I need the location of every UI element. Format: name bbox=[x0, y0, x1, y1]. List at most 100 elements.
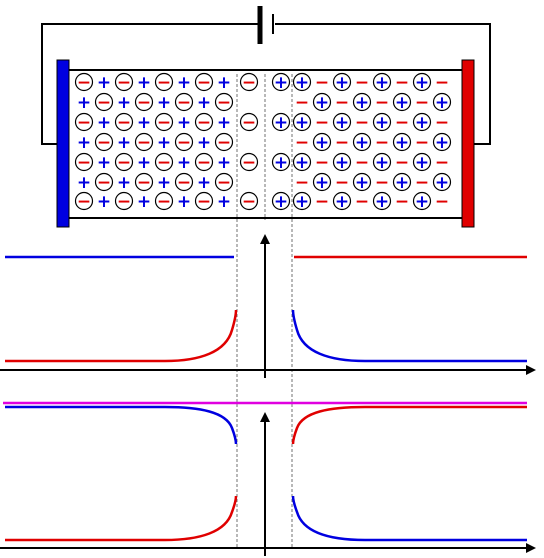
electron-carrier: − bbox=[315, 153, 329, 173]
ion-charge-symbol: + bbox=[335, 153, 349, 173]
ion-charge-symbol: − bbox=[137, 133, 151, 153]
ion-charge-symbol: − bbox=[77, 192, 91, 212]
electron-carrier: − bbox=[435, 192, 449, 212]
electron-carrier: − bbox=[355, 73, 369, 93]
ion-charge-symbol: + bbox=[355, 173, 369, 193]
electron-carrier: − bbox=[435, 73, 449, 93]
ion-charge-symbol: + bbox=[315, 133, 329, 153]
hole-carrier: + bbox=[217, 192, 231, 212]
electron-carrier: − bbox=[395, 192, 409, 212]
ion-charge-symbol: − bbox=[137, 93, 151, 113]
positive-ion-icon: + bbox=[312, 132, 332, 153]
ion-charge-symbol: + bbox=[395, 133, 409, 153]
ion-charge-symbol: + bbox=[375, 113, 389, 133]
hole-carrier: + bbox=[137, 192, 151, 212]
hole-carrier: + bbox=[177, 73, 191, 93]
hole-carrier: + bbox=[217, 153, 231, 173]
positive-ion-icon: + bbox=[372, 191, 392, 212]
positive-ion-icon: + bbox=[372, 112, 392, 133]
negative-ion-icon: − bbox=[74, 72, 94, 93]
hole-carrier: + bbox=[97, 153, 111, 173]
ion-charge-symbol: + bbox=[295, 153, 309, 173]
electron-carrier: − bbox=[395, 113, 409, 133]
hole-carrier: + bbox=[217, 73, 231, 93]
ion-charge-symbol: − bbox=[217, 173, 231, 193]
ion-charge-symbol: + bbox=[435, 173, 449, 193]
negative-ion-icon: − bbox=[239, 152, 259, 173]
ion-charge-symbol: + bbox=[435, 93, 449, 113]
band-curve-right-bottom bbox=[291, 495, 527, 542]
electron-carrier: − bbox=[395, 73, 409, 93]
negative-ion-icon: − bbox=[134, 132, 154, 153]
ion-charge-symbol: + bbox=[375, 192, 389, 212]
positive-ion-icon: + bbox=[392, 92, 412, 113]
negative-ion-icon: − bbox=[94, 132, 114, 153]
electron-carrier: − bbox=[355, 192, 369, 212]
negative-ion-icon: − bbox=[74, 191, 94, 212]
negative-ion-icon: − bbox=[239, 112, 259, 133]
left-electrode-icon bbox=[56, 59, 70, 228]
positive-ion-icon: + bbox=[332, 152, 352, 173]
negative-ion-icon: − bbox=[214, 172, 234, 193]
negative-ion-icon: − bbox=[194, 191, 214, 212]
negative-ion-icon: − bbox=[134, 172, 154, 193]
ion-charge-symbol: − bbox=[137, 173, 151, 193]
positive-ion-icon: + bbox=[292, 191, 312, 212]
graph-energy-level bbox=[0, 401, 536, 556]
ion-charge-symbol: − bbox=[242, 153, 256, 173]
ion-charge-symbol: + bbox=[295, 73, 309, 93]
hole-carrier: + bbox=[217, 113, 231, 133]
ion-charge-symbol: + bbox=[335, 113, 349, 133]
negative-ion-icon: − bbox=[214, 132, 234, 153]
ion-charge-symbol: + bbox=[274, 113, 288, 133]
ion-charge-symbol: + bbox=[435, 133, 449, 153]
negative-ion-icon: − bbox=[154, 112, 174, 133]
y-axis-arrow-icon bbox=[260, 234, 270, 244]
ion-charge-symbol: − bbox=[117, 73, 131, 93]
x-axis-arrow-icon bbox=[526, 365, 536, 375]
ion-charge-symbol: + bbox=[395, 173, 409, 193]
positive-ion-icon: + bbox=[271, 112, 291, 133]
positive-ion-icon: + bbox=[432, 132, 452, 153]
electron-carrier: − bbox=[435, 113, 449, 133]
ion-charge-symbol: − bbox=[117, 192, 131, 212]
ion-charge-symbol: − bbox=[242, 73, 256, 93]
electron-carrier: − bbox=[295, 133, 309, 153]
positive-ion-icon: + bbox=[332, 72, 352, 93]
negative-ion-icon: − bbox=[154, 72, 174, 93]
negative-ion-icon: − bbox=[74, 152, 94, 173]
ion-charge-symbol: − bbox=[157, 73, 171, 93]
hole-carrier: + bbox=[177, 113, 191, 133]
ion-charge-symbol: + bbox=[335, 192, 349, 212]
positive-ion-icon: + bbox=[271, 72, 291, 93]
band-curve-right-top bbox=[291, 405, 527, 445]
band-curve-left-top bbox=[5, 405, 238, 445]
electron-carrier: − bbox=[335, 93, 349, 113]
ion-charge-symbol: + bbox=[274, 153, 288, 173]
n-region: −+−+−+−++−+−+−+−−+−+−+−++−+−+−+−−+−+−+−+… bbox=[74, 72, 234, 212]
positive-ion-icon: + bbox=[372, 72, 392, 93]
electron-carrier: − bbox=[335, 173, 349, 193]
hole-carrier: + bbox=[157, 173, 171, 193]
hole-carrier: + bbox=[137, 73, 151, 93]
electron-carrier: − bbox=[435, 153, 449, 173]
negative-ion-icon: − bbox=[194, 152, 214, 173]
hole-carrier: + bbox=[117, 133, 131, 153]
ion-charge-symbol: − bbox=[242, 192, 256, 212]
negative-ion-icon: − bbox=[194, 112, 214, 133]
ion-charge-symbol: + bbox=[395, 93, 409, 113]
negative-ion-icon: − bbox=[134, 92, 154, 113]
graph-carrier-concentration bbox=[0, 234, 536, 378]
electron-carrier: − bbox=[415, 173, 429, 193]
electron-carrier: − bbox=[315, 192, 329, 212]
electron-carrier: − bbox=[375, 173, 389, 193]
ion-charge-symbol: + bbox=[295, 113, 309, 133]
negative-ion-icon: − bbox=[174, 132, 194, 153]
p-region: +−+−+−+−−+−+−+−++−+−+−+−−+−+−+−++−+−+−+−… bbox=[292, 72, 452, 212]
negative-ion-icon: − bbox=[194, 72, 214, 93]
positive-ion-icon: + bbox=[352, 92, 372, 113]
positive-ion-icon: + bbox=[292, 152, 312, 173]
electron-carrier: − bbox=[415, 93, 429, 113]
ion-charge-symbol: − bbox=[157, 192, 171, 212]
band-curve-left-bottom bbox=[5, 495, 238, 542]
